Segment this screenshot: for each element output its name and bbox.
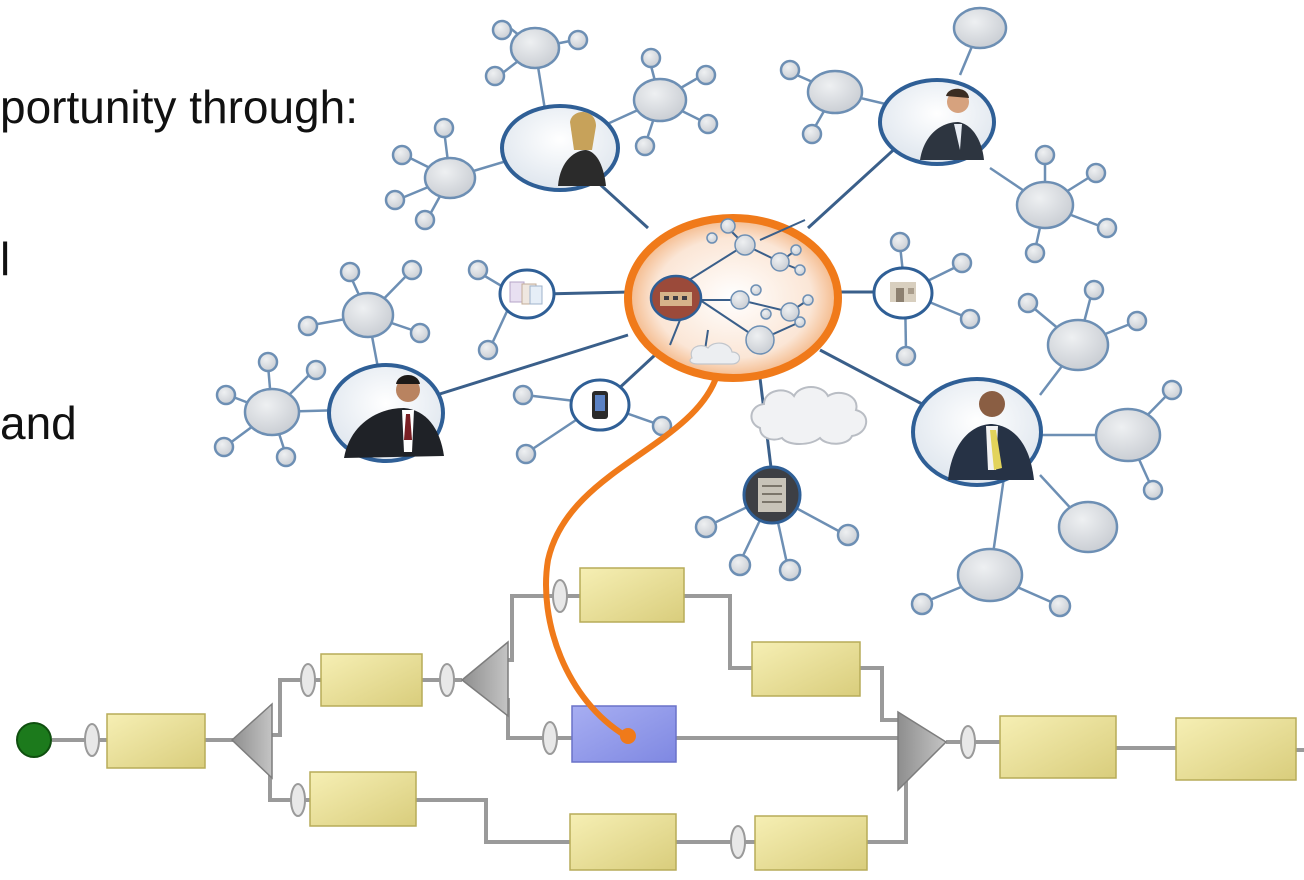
person-icon	[344, 375, 444, 458]
slide-text-line-3: and	[0, 397, 77, 449]
task-box	[569, 813, 677, 871]
task-box	[579, 567, 685, 623]
office-icon	[890, 282, 916, 302]
server-icon	[758, 478, 786, 512]
device-node-server	[742, 465, 802, 525]
document-icon	[509, 281, 543, 305]
split-gateway-2	[460, 640, 509, 718]
satellite-group-right	[694, 231, 1183, 618]
task-box	[106, 713, 206, 769]
device-node-office	[872, 266, 934, 320]
device-node-phone	[569, 378, 631, 432]
cloud-icon	[750, 386, 867, 445]
task-box	[320, 653, 423, 707]
task-box	[999, 715, 1117, 779]
person-icon	[948, 391, 1034, 480]
person-node-left	[327, 363, 445, 463]
person-icon	[920, 88, 984, 160]
process-gates	[230, 640, 948, 792]
split-gateway-1	[230, 702, 273, 780]
satellite-group-top-right	[779, 6, 1118, 264]
task-box	[754, 815, 868, 871]
process-tasks	[106, 567, 1297, 871]
process-connectors	[84, 579, 976, 859]
person-icon	[558, 111, 606, 186]
building-icon	[649, 274, 703, 322]
task-box	[309, 771, 417, 827]
person-node-top	[500, 104, 620, 192]
merge-gateway	[897, 710, 948, 792]
slide-text-line-1: portunity through:	[0, 81, 359, 133]
slide-text-line-2: l	[0, 233, 11, 285]
person-node-top-right	[878, 78, 996, 166]
phone-icon	[592, 391, 608, 419]
task-box	[1175, 717, 1297, 781]
device-node-documents	[498, 268, 556, 320]
start-node	[16, 722, 52, 758]
satellite-group-top-left	[384, 19, 719, 231]
person-node-right	[911, 377, 1043, 487]
link-endpoint	[620, 728, 636, 744]
task-box	[751, 641, 861, 697]
central-hub	[624, 214, 842, 382]
hub-to-task-link	[543, 375, 719, 739]
